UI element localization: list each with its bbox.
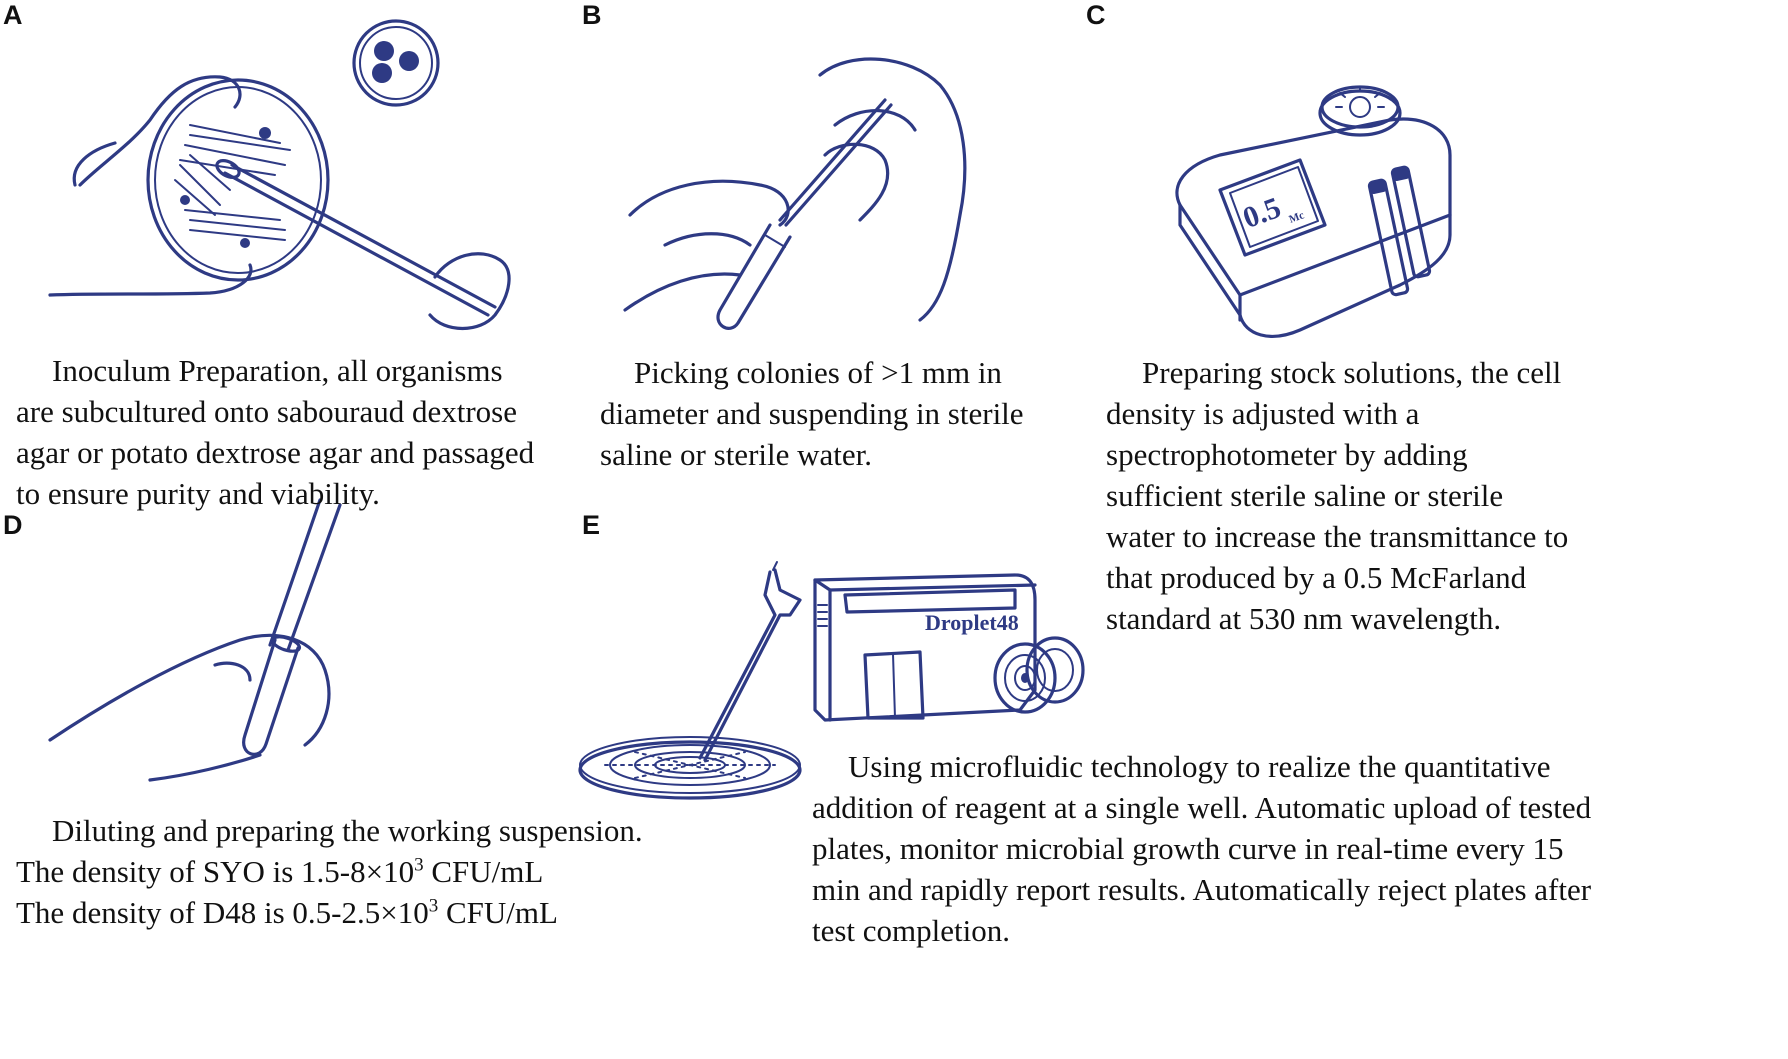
density-d48-exponent: 3 — [428, 895, 439, 917]
caption-c: Preparing stock solutions, the cell dens… — [1106, 352, 1568, 639]
panel-e-illustration: Droplet48 — [578, 561, 1085, 800]
panel-letter-d: D — [3, 510, 23, 540]
caption-b-line: diameter and suspending in sterile — [600, 396, 1024, 431]
caption-c-line: water to increase the transmittance to — [1106, 519, 1569, 554]
display-unit: Mc — [1287, 209, 1306, 226]
hand-holding-plate-icon — [48, 75, 253, 297]
caption-a: Inoculum Preparation, all organisms are … — [16, 350, 534, 514]
caption-e-line: Using microfluidic technology to realize… — [848, 749, 1551, 784]
small-petri-dish-icon — [352, 19, 440, 107]
caption-c-line: Preparing stock solutions, the cell — [1142, 355, 1562, 390]
display-screen: 0.5 Mc — [1218, 158, 1327, 257]
panel-letter-a: A — [3, 0, 23, 30]
caption-a-line: Inoculum Preparation, all organisms — [52, 353, 503, 388]
test-tube-icon — [716, 223, 792, 330]
caption-e-line: min and rapidly report results. Automati… — [812, 872, 1592, 907]
caption-d: Diluting and preparing the working suspe… — [16, 810, 643, 933]
caption-d-line: Diluting and preparing the working suspe… — [52, 813, 643, 848]
panel-letter-b: B — [582, 0, 602, 30]
caption-b-line: Picking colonies of >1 mm in — [634, 355, 1002, 390]
disc-plates-stack-icon — [993, 636, 1085, 714]
right-hand-icon — [818, 57, 967, 322]
device-label: Droplet48 — [925, 610, 1019, 635]
caption-c-line: that produced by a 0.5 McFarland — [1106, 560, 1527, 595]
test-tube-icon — [242, 635, 302, 756]
caption-e-line: test completion. — [812, 913, 1011, 948]
caption-a-line: to ensure purity and viability. — [16, 476, 380, 511]
caption-c-line: spectrophotometer by adding — [1106, 437, 1468, 472]
panel-d-illustration — [48, 498, 342, 782]
droplet48-instrument: Droplet48 — [813, 573, 1037, 722]
microfluidic-disc-icon — [578, 736, 802, 800]
hand-icon — [48, 633, 331, 782]
agar-plate-icon — [146, 78, 330, 282]
caption-e: Using microfluidic technology to realize… — [812, 746, 1591, 951]
panel-a-illustration — [48, 19, 511, 331]
density-syo-text: The density of SYO is 1.5-8×10 — [16, 854, 415, 889]
density-syo-unit: CFU/mL — [423, 854, 544, 889]
sample-port-icon — [1318, 85, 1402, 137]
inoculating-loop-icon — [778, 98, 893, 227]
caption-c-line: density is adjusted with a — [1106, 396, 1420, 431]
caption-e-line: plates, monitor microbial growth curve i… — [812, 831, 1564, 866]
density-d48-text: The density of D48 is 0.5-2.5×10 — [16, 895, 429, 930]
swab-stick-icon — [215, 159, 511, 331]
density-syo-line: The density of SYO is 1.5-8×103 CFU/mL — [16, 851, 643, 892]
panel-letter-e: E — [582, 510, 601, 540]
density-d48-unit: CFU/mL — [438, 895, 558, 930]
cuvette-tubes-icon — [1367, 165, 1432, 297]
display-value: 0.5 — [1239, 191, 1286, 235]
density-d48-line: The density of D48 is 0.5-2.5×103 CFU/mL — [16, 892, 643, 933]
caption-e-line: addition of reagent at a single well. Au… — [812, 790, 1592, 825]
caption-a-line: agar or potato dextrose agar and passage… — [16, 435, 535, 470]
caption-a-line: are subcultured onto sabouraud dextrose — [16, 394, 518, 429]
panel-c-illustration: 0.5 Mc — [1175, 85, 1452, 338]
density-syo-exponent: 3 — [414, 854, 424, 876]
micropipette-icon — [698, 561, 802, 762]
panel-b-illustration — [623, 57, 967, 330]
caption-b: Picking colonies of >1 mm in diameter an… — [600, 352, 1024, 475]
pipette-icon — [268, 498, 342, 652]
left-hand-icon — [623, 179, 790, 312]
caption-b-line: saline or sterile water. — [600, 437, 873, 472]
caption-c-line: sufficient sterile saline or sterile — [1106, 478, 1504, 513]
panel-letter-c: C — [1086, 0, 1106, 30]
caption-c-line: standard at 530 nm wavelength. — [1106, 601, 1502, 636]
